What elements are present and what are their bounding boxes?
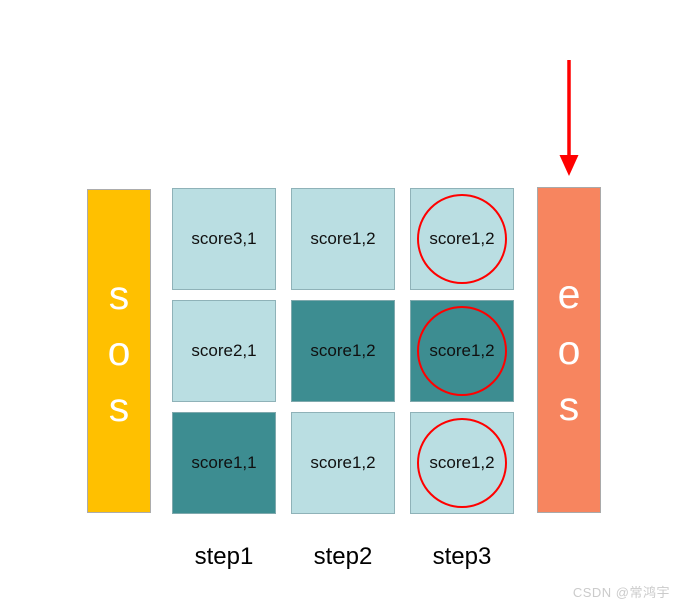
score-cell-label: score1,2 xyxy=(310,453,376,472)
sos-char-1: s xyxy=(108,271,130,318)
score-cell-label: score1,2 xyxy=(429,453,495,472)
sos-char-3: s xyxy=(108,383,130,430)
eos-char-3: s xyxy=(558,382,580,429)
score-cell-label: score3,1 xyxy=(191,229,257,248)
eos-char-1: e xyxy=(557,270,581,317)
score-cell-label: score1,2 xyxy=(310,229,376,248)
eos-char-2: o xyxy=(557,326,581,373)
score-cell-row2-step2: score1,2 xyxy=(291,300,395,402)
eos-token-bar: e o s xyxy=(537,187,601,513)
score-cell-label: score1,1 xyxy=(191,453,257,472)
score-cell-row1-step1: score3,1 xyxy=(172,188,276,290)
score-grid: score3,1 score1,2 score1,2 score2,1 scor… xyxy=(172,188,514,514)
selection-circle-icon xyxy=(417,418,507,508)
score-cell-label: score1,2 xyxy=(310,341,376,360)
score-cell-row2-step3: score1,2 xyxy=(410,300,514,402)
step3-label: step3 xyxy=(432,543,492,570)
step2-label: step2 xyxy=(313,543,373,570)
watermark: CSDN @常鸿宇 xyxy=(572,585,670,600)
down-arrow-icon xyxy=(556,58,582,178)
score-cell-row1-step2: score1,2 xyxy=(291,188,395,290)
selection-circle-icon xyxy=(417,306,507,396)
selection-circle-icon xyxy=(417,194,507,284)
sos-token-bar: s o s xyxy=(87,189,151,513)
step-labels: step1 step2 step3 xyxy=(172,543,514,571)
sos-char-2: o xyxy=(107,327,131,374)
score-cell-row3-step2: score1,2 xyxy=(291,412,395,514)
step1-label: step1 xyxy=(194,543,254,570)
score-cell-row2-step1: score2,1 xyxy=(172,300,276,402)
score-cell-label: score2,1 xyxy=(191,341,257,360)
score-cell-row3-step3: score1,2 xyxy=(410,412,514,514)
score-cell-row1-step3: score1,2 xyxy=(410,188,514,290)
score-cell-row3-step1: score1,1 xyxy=(172,412,276,514)
score-cell-label: score1,2 xyxy=(429,341,495,360)
score-cell-label: score1,2 xyxy=(429,229,495,248)
